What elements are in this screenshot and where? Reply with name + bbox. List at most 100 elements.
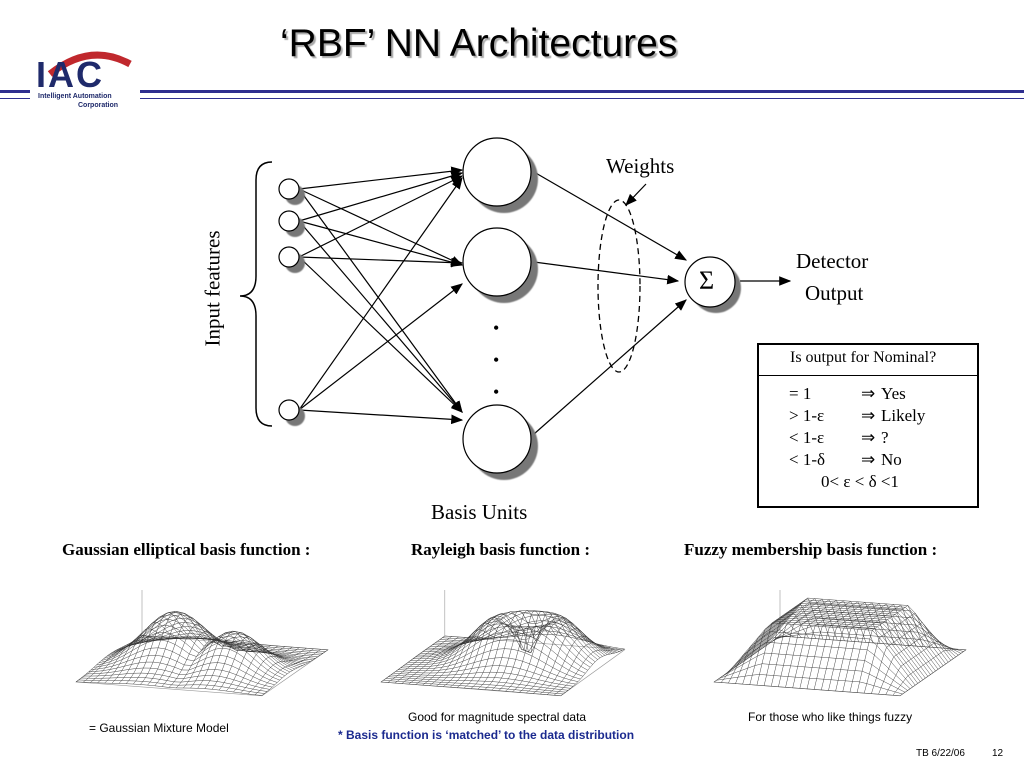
header-rule-top [0,90,30,93]
page-title: ‘RBF’ NN Architectures [280,22,678,65]
header-rule-bottom-right [140,98,1024,99]
rule-arrow-3: ⇒ [861,428,876,447]
mesh-line [772,617,959,656]
rule-arrow-1: ⇒ [861,384,876,403]
weights-ellipse [597,199,641,373]
mesh-line [136,638,323,654]
logo-line2: Corporation [78,102,119,109]
input-brace [239,161,273,427]
mesh-line [560,648,625,696]
sum-symbol: Σ [699,266,715,295]
rule-cond-3: < 1-ε [789,428,825,447]
mesh-line [512,614,577,692]
mesh-line [878,631,945,695]
mesh-line [134,637,321,656]
mesh-line [415,619,596,662]
detector-output-label-1: Detector [796,249,869,273]
mesh-line [856,605,924,693]
mesh-line [539,636,604,695]
mesh-line [432,611,613,654]
mesh-line [774,624,962,654]
mesh-line [211,632,279,690]
mesh-line [777,631,964,652]
weights-label: Weights [606,154,675,178]
ellipsis-dot-3: • [493,382,500,402]
input-connections [298,166,464,425]
rule-result-3: ? [881,428,889,447]
logo-line1: Intelligent Automation [38,93,112,100]
mesh-line [197,632,264,689]
footer-author-date: TB 6/22/06 [916,748,965,759]
mesh-line [764,597,951,661]
rbf-network-diagram [239,137,792,477]
input-nodes [278,178,302,423]
mesh-line [240,647,307,694]
mesh-line [532,628,597,694]
footer-page-number: 12 [992,748,1004,759]
header-rule-top-right [140,90,1024,93]
mesh-line [864,612,931,694]
mesh-line [526,622,591,694]
basis-unit-nodes [462,137,535,477]
rule-arrow-4: ⇒ [861,450,876,469]
mesh-line [728,629,795,684]
ellipsis-dot-2: • [493,350,500,370]
mesh-line [86,667,273,688]
mesh-line [425,612,606,656]
fuzzy-caption: For those who like things fuzzy [748,710,913,724]
fuzzy-surface-plot [713,590,967,697]
mesh-line [218,636,286,691]
mesh-line [746,610,934,673]
rule-arrow-2: ⇒ [861,406,876,425]
mesh-line [233,647,300,693]
mesh-line [261,649,329,696]
mesh-line [713,681,901,697]
mesh-line [892,649,959,696]
mesh-line [439,625,620,652]
mesh-line [139,637,326,652]
mesh-line [183,641,250,689]
mesh-line [849,604,917,693]
mesh-line [769,610,957,658]
decision-rule-table: Is output for Nominal? = 1 ⇒ Yes > 1-ε ⇒… [757,343,979,508]
rayleigh-heading: Rayleigh basis function : [411,540,590,559]
rule-cond-1: = 1 [789,384,812,403]
mesh-line [398,657,579,682]
mesh-line [754,604,941,668]
logo-arc-icon [47,51,132,77]
fuzzy-heading: Fuzzy membership basis function : [684,540,938,559]
rule-constraint: 0< ε < δ <1 [821,472,899,491]
mesh-line [247,648,314,695]
mesh-line [437,620,618,653]
mesh-line [828,603,895,691]
mesh-line [835,603,902,692]
mesh-line [749,608,936,672]
mesh-line [871,622,938,694]
mesh-line [477,610,542,690]
rule-cond-2: > 1-ε [789,406,825,425]
rule-result-1: Yes [881,384,906,403]
rayleigh-caption: Good for magnitude spectral data [408,710,587,724]
mesh-line [553,647,618,696]
sum-node [684,256,738,310]
logo-mark: IAC [36,54,104,95]
mesh-line [498,611,563,691]
gaussian-heading: Gaussian elliptical basis function : [62,540,311,559]
mesh-line [124,626,311,662]
mesh-line [842,604,909,692]
mesh-line [254,649,321,695]
rule-result-4: No [881,450,902,469]
rule-cond-4: < 1-δ [789,450,826,469]
rule-table-header: Is output for Nominal? [790,349,937,366]
input-features-label: Input features [200,230,225,347]
company-logo: IAC Intelligent Automation Corporation [30,40,140,110]
rule-table-divider [759,375,977,376]
mesh-line [484,610,549,690]
mesh-line [226,642,293,692]
mesh-line [380,635,445,683]
rule-result-2: Likely [881,406,926,425]
hidden-connections [533,171,792,435]
mesh-line [751,606,939,670]
mesh-line [779,635,967,651]
mesh-line [444,633,625,650]
